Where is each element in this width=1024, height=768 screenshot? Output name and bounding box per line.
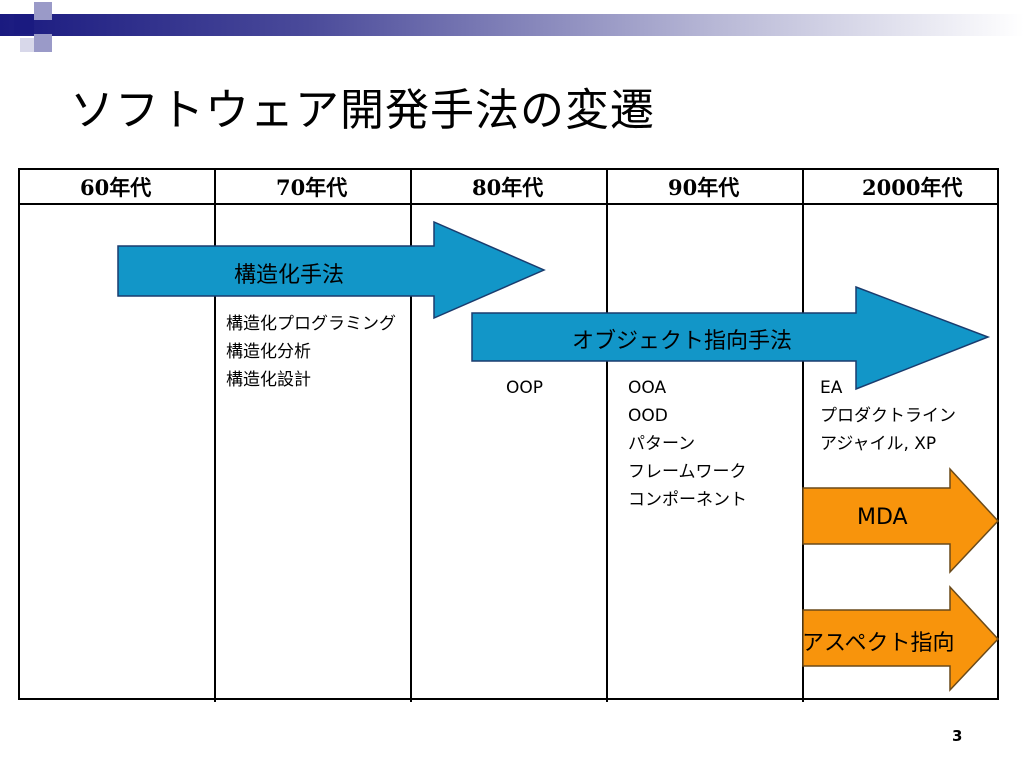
list-item: パターン — [628, 434, 696, 454]
mda-label: MDA — [857, 505, 908, 530]
aspect-oriented-label: アスペクト指向 — [802, 631, 955, 656]
header-divider — [18, 203, 999, 205]
mda-arrow — [802, 467, 1000, 574]
object-oriented-arrow — [471, 285, 991, 391]
column-divider — [214, 168, 216, 702]
column-divider — [802, 168, 804, 702]
logo-square-light — [34, 34, 52, 52]
eighties-methods-list: OOP — [506, 374, 543, 402]
list-item: OOP — [506, 378, 544, 398]
list-item: コンポーネント — [628, 490, 747, 510]
timeline-table — [18, 168, 999, 700]
decade-header: 2000年代 — [862, 175, 963, 200]
header-gradient-bar — [0, 14, 1024, 36]
page-number: 3 — [952, 727, 963, 745]
aspect-oriented-arrow — [802, 585, 1000, 692]
list-item: EA — [820, 378, 843, 398]
list-item: OOD — [628, 406, 668, 426]
decade-header: 80年代 — [472, 175, 544, 200]
object-oriented-label: オブジェクト指向手法 — [572, 329, 793, 354]
list-item: 構造化設計 — [226, 370, 311, 390]
list-item: プロダクトライン — [820, 406, 956, 426]
list-item: 構造化プログラミング — [226, 314, 396, 334]
logo-square-light — [34, 2, 52, 20]
list-item: 構造化分析 — [226, 342, 311, 362]
list-item: フレームワーク — [628, 462, 747, 482]
nineties-methods-list: OOA OOD パターン フレームワーク コンポーネント — [628, 374, 747, 514]
column-divider — [410, 168, 412, 702]
logo-square-white — [20, 38, 34, 52]
structured-methods-arrow — [117, 220, 546, 320]
structured-methods-label: 構造化手法 — [234, 263, 345, 288]
column-divider — [606, 168, 608, 702]
slide-title: ソフトウェア開発手法の変遷 — [70, 85, 655, 136]
decade-header: 60年代 — [80, 175, 152, 200]
logo-square-dark — [14, 14, 34, 34]
seventies-methods-list: 構造化プログラミング 構造化分析 構造化設計 — [226, 310, 396, 394]
list-item: OOA — [628, 378, 667, 398]
list-item: アジャイル, XP — [820, 434, 937, 454]
two-thousands-methods-list: EA プロダクトライン アジャイル, XP — [820, 374, 956, 458]
decade-header: 70年代 — [276, 175, 348, 200]
decade-header: 90年代 — [668, 175, 740, 200]
